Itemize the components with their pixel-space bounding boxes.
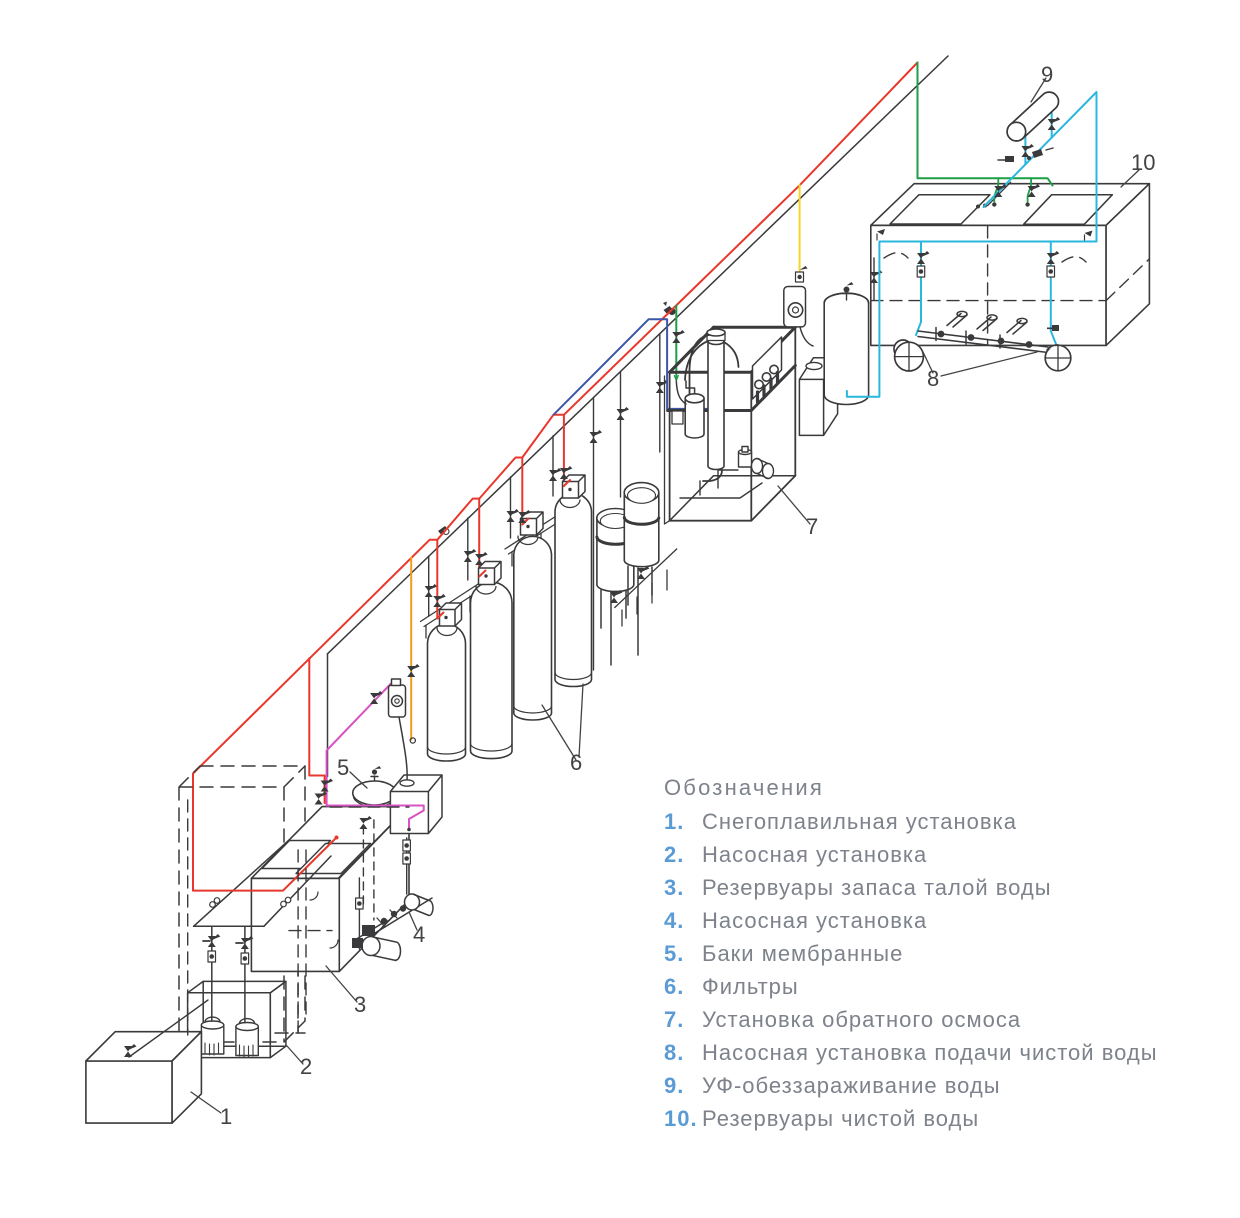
svg-text:10: 10: [1131, 150, 1155, 175]
svg-text:9: 9: [1041, 62, 1053, 87]
svg-text:1: 1: [220, 1104, 232, 1129]
svg-text:2: 2: [300, 1054, 312, 1079]
svg-text:5: 5: [337, 755, 349, 780]
svg-text:3: 3: [354, 992, 366, 1017]
svg-text:7: 7: [806, 514, 818, 539]
svg-text:4: 4: [413, 922, 425, 947]
svg-text:6: 6: [570, 750, 582, 775]
svg-text:8: 8: [927, 366, 939, 391]
